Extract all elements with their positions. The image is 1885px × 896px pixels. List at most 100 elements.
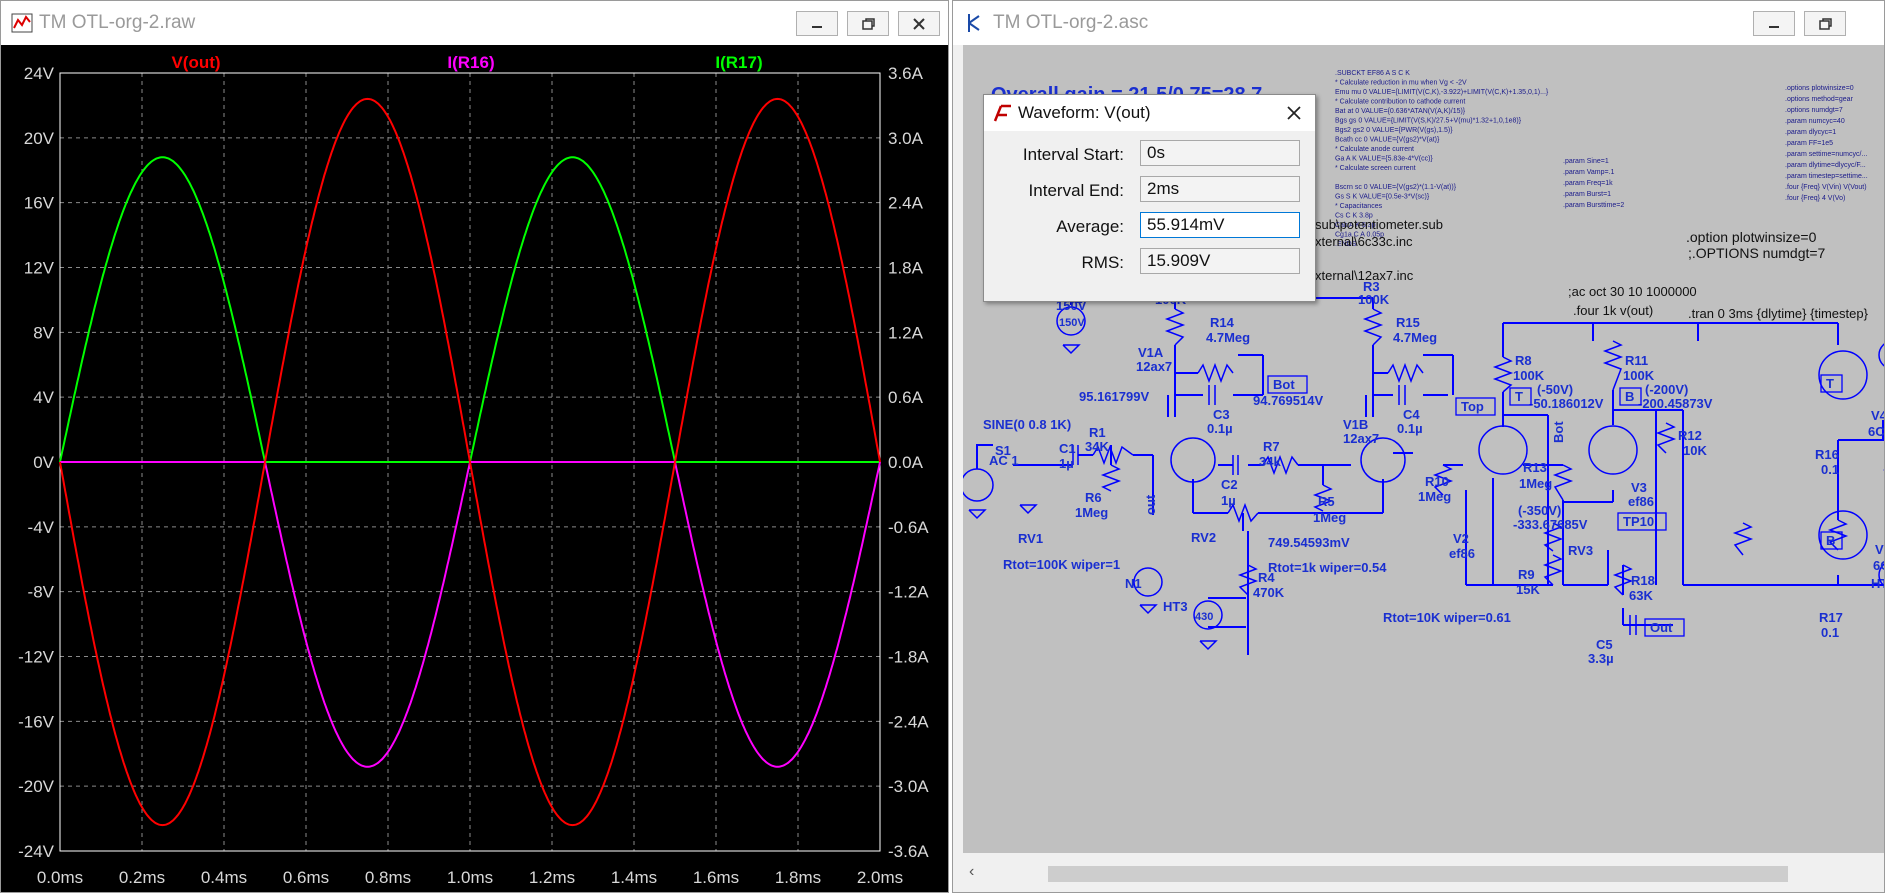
source-value-ht3v[interactable]: 430 [1195,611,1213,623]
component-labels[interactable]: HT1150VR2100KR3100KR144.7MegR154.7MegV1A… [983,279,1885,666]
label-c2[interactable]: C2 [1221,477,1238,492]
waveform-dialog[interactable]: Waveform: V(out) Interval Start: Interva… [983,94,1316,302]
flag-bot[interactable]: Bot [1273,377,1295,392]
label-m350b[interactable]: -333.67685V [1513,517,1588,532]
flag-top[interactable]: Top [1461,399,1484,414]
restore-button[interactable] [1804,11,1846,36]
label-r8v[interactable]: 100K [1513,368,1545,383]
legend-entry[interactable]: V(out) [171,53,220,72]
label-v2v[interactable]: ef86 [1449,546,1475,561]
label-c4[interactable]: C4 [1403,407,1420,422]
scroll-thumb[interactable] [1048,866,1788,882]
label-r14[interactable]: R14 [1210,315,1235,330]
label-c5v[interactable]: 3.3µ [1588,651,1614,666]
waveform-plot[interactable]: 24V20V16V12V8V4V0V-4V-8V-12V-16V-20V-24V… [1,45,948,893]
label-r17v[interactable]: 0.1 [1821,625,1839,640]
directive-ac[interactable]: ;ac oct 30 10 1000000 [1568,284,1697,299]
label-c2v[interactable]: 1µ [1221,493,1236,508]
trace-vout[interactable] [59,97,881,827]
directive-tran[interactable]: .tran 0 3ms {dlytime} {timestep} [1688,306,1869,321]
label-c3v[interactable]: 0.1µ [1207,421,1233,436]
label-r17[interactable]: R17 [1819,610,1843,625]
label-r5v[interactable]: 1Meg [1313,510,1346,525]
options-listing[interactable]: .options plotwinsize=0.options method=ge… [1785,85,1868,202]
include-6c33c[interactable]: xternal\6c33c.inc [1315,234,1413,249]
label-v4v[interactable]: 6C33C [1868,424,1885,439]
label-r9[interactable]: R9 [1518,567,1535,582]
label-r1v[interactable]: 34K [1085,439,1109,454]
legend-entry[interactable]: I(R16) [447,53,494,72]
label-c4v[interactable]: 0.1µ [1397,421,1423,436]
label-m350[interactable]: (-350V) [1518,503,1561,518]
minimize-button[interactable] [796,11,838,36]
label-r18v[interactable]: 63K [1629,588,1653,603]
label-r4[interactable]: R4 [1258,570,1275,585]
label-v1b[interactable]: V1B [1343,417,1368,432]
waveform-titlebar[interactable]: TM OTL-org-2.raw [1,1,948,45]
flag-b2[interactable]: B [1826,533,1835,548]
label-n951[interactable]: 95.161799V [1079,389,1149,404]
flag-b1[interactable]: B [1625,389,1634,404]
label-c5[interactable]: C5 [1596,637,1613,652]
close-icon[interactable] [1285,104,1303,122]
label-r13v[interactable]: 1Meg [1519,476,1552,491]
label-r12[interactable]: R12 [1678,428,1702,443]
label-r7v[interactable]: 34k [1259,454,1281,469]
label-r16[interactable]: R16 [1815,447,1839,462]
label-r3v[interactable]: 100K [1358,292,1390,307]
label-r11v[interactable]: 100K [1623,368,1655,383]
label-rv2[interactable]: RV2 [1191,530,1216,545]
label-r15[interactable]: R15 [1396,315,1420,330]
label-n749[interactable]: 749.54593mV [1268,535,1350,550]
label-r3[interactable]: R3 [1363,279,1380,294]
restore-button[interactable] [847,11,889,36]
label-n1[interactable]: N1 [1125,576,1142,591]
label-r9v[interactable]: 15K [1516,582,1540,597]
interval-start-field[interactable] [1140,140,1300,166]
label-r14v[interactable]: 4.7Meg [1206,330,1250,345]
label-r12v[interactable]: 10K [1683,443,1707,458]
label-r15v[interactable]: 4.7Meg [1393,330,1437,345]
schematic-window[interactable]: TM OTL-org-2.asc Overall gain = 21.5/0.7… [952,0,1885,893]
label-r6[interactable]: R6 [1085,490,1102,505]
label-v5v[interactable]: 6C33C [1873,558,1885,573]
directive-numdgt[interactable]: ;.OPTIONS numdgt=7 [1688,245,1826,261]
label-r10v[interactable]: 1Meg [1418,489,1451,504]
label-r5[interactable]: R5 [1318,494,1335,509]
label-ht3[interactable]: HT3 [1163,599,1188,614]
flag-t1[interactable]: T [1515,389,1523,404]
label-v5[interactable]: V5 [1875,542,1885,557]
label-rtot1[interactable]: Rtot=100K wiper=1 [1003,557,1120,572]
legend-entry[interactable]: I(R17) [715,53,762,72]
label-rtot2[interactable]: Rtot=1k wiper=0.54 [1268,560,1387,575]
label-r13[interactable]: R13 [1523,460,1547,475]
minimize-button[interactable] [1753,11,1795,36]
label-sine[interactable]: SINE(0 0.8 1K) [983,417,1071,432]
interval-end-field[interactable] [1140,176,1300,202]
label-c1[interactable]: C1 [1059,441,1076,456]
close-button[interactable] [898,11,940,36]
label-m50[interactable]: (-50V) [1537,382,1573,397]
dialog-titlebar[interactable]: Waveform: V(out) [984,95,1315,131]
label-rv3[interactable]: RV3 [1568,543,1593,558]
directive-plotwinsize[interactable]: .option plotwinsize=0 [1686,229,1817,245]
label-r10[interactable]: R10 [1425,474,1449,489]
label-ht4[interactable]: HT4 [1871,576,1885,591]
subckt-listing[interactable]: .SUBCKT EF86 A S C K* Calculate reductio… [1335,70,1549,248]
average-field[interactable] [1140,212,1300,238]
label-r18[interactable]: R18 [1631,573,1655,588]
label-r6v[interactable]: 1Meg [1075,505,1108,520]
directive-four[interactable]: .four 1k v(out) [1573,303,1653,318]
label-v3v[interactable]: ef86 [1628,494,1654,509]
label-c1v[interactable]: 1µ [1059,456,1074,471]
label-r7[interactable]: R7 [1263,439,1280,454]
param-listing[interactable]: .param Sine=1.param Vamp=.1.param Freq=1… [1563,158,1624,209]
label-r1[interactable]: R1 [1089,425,1106,440]
flag-out2[interactable]: Out [1650,620,1673,635]
label-r11[interactable]: R11 [1625,353,1648,368]
horizontal-scrollbar[interactable]: ‹ [963,861,1884,887]
schematic-titlebar[interactable]: TM OTL-org-2.asc [953,1,1884,45]
label-v1av[interactable]: 12ax7 [1136,359,1172,374]
